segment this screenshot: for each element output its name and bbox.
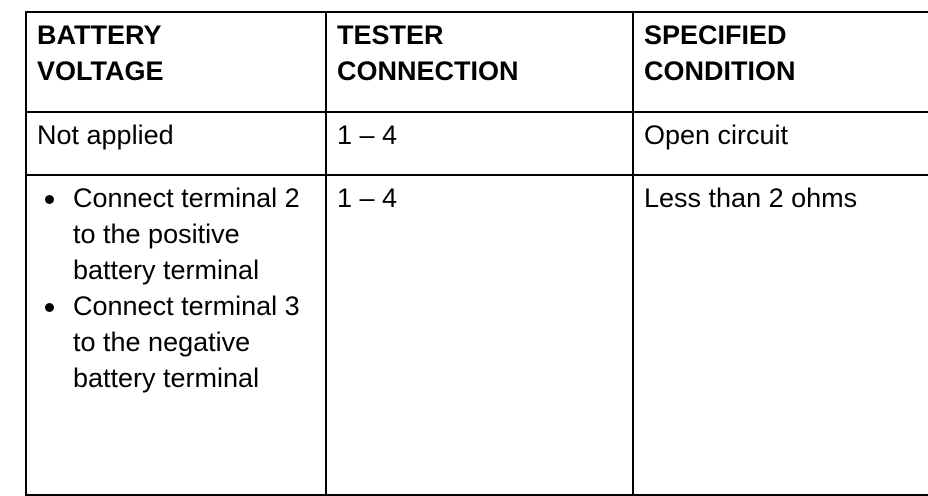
- cell-battery-voltage-row-2: Connect terminal 2 to the positive batte…: [25, 174, 327, 496]
- cell-tester-connection-row-2-text: 1 – 4: [337, 183, 398, 213]
- battery-voltage-instruction-list: Connect terminal 2 to the positive batte…: [37, 180, 317, 396]
- cell-tester-connection-row-2: 1 – 4: [325, 174, 634, 496]
- column-header-tester-connection-line-2: CONNECTION: [337, 56, 519, 86]
- cell-specified-condition-row-1: Open circuit: [632, 111, 928, 176]
- cell-specified-condition-row-2-text: Less than 2 ohms: [644, 183, 858, 213]
- cell-tester-connection-row-1: 1 – 4: [325, 111, 634, 176]
- page-root: BATTERY VOLTAGE TESTER CONNECTION SPECIF…: [25, 11, 928, 496]
- cell-battery-voltage-row-1-text: Not applied: [37, 120, 174, 150]
- cell-battery-voltage-row-1: Not applied: [25, 111, 327, 176]
- column-header-specified-condition-line-2: CONDITION: [644, 56, 796, 86]
- list-item-label: Connect terminal 2 to the positive batte…: [73, 183, 300, 285]
- table-row: Connect terminal 2 to the positive batte…: [25, 174, 928, 496]
- specification-table: BATTERY VOLTAGE TESTER CONNECTION SPECIF…: [25, 11, 928, 496]
- table-header: BATTERY VOLTAGE TESTER CONNECTION SPECIF…: [25, 11, 928, 113]
- column-header-specified-condition: SPECIFIED CONDITION: [632, 11, 928, 113]
- table-body: Not applied 1 – 4 Open circuit Connect t…: [25, 111, 928, 496]
- column-header-specified-condition-line-1: SPECIFIED: [644, 20, 787, 50]
- list-item: Connect terminal 2 to the positive batte…: [37, 180, 317, 288]
- list-item: Connect terminal 3 to the negative batte…: [37, 288, 317, 396]
- list-item-label: Connect terminal 3 to the negative batte…: [73, 291, 300, 393]
- table-header-row: BATTERY VOLTAGE TESTER CONNECTION SPECIF…: [25, 11, 928, 113]
- column-header-tester-connection: TESTER CONNECTION: [325, 11, 634, 113]
- cell-specified-condition-row-2: Less than 2 ohms: [632, 174, 928, 496]
- column-header-battery-voltage: BATTERY VOLTAGE: [25, 11, 327, 113]
- table-row: Not applied 1 – 4 Open circuit: [25, 111, 928, 176]
- column-header-tester-connection-line-1: TESTER: [337, 20, 444, 50]
- bullet-icon: [45, 195, 54, 204]
- column-header-battery-voltage-line-1: BATTERY: [37, 20, 162, 50]
- bullet-icon: [45, 303, 54, 312]
- column-header-battery-voltage-line-2: VOLTAGE: [37, 56, 164, 86]
- cell-specified-condition-row-1-text: Open circuit: [644, 120, 789, 150]
- cell-tester-connection-row-1-text: 1 – 4: [337, 120, 398, 150]
